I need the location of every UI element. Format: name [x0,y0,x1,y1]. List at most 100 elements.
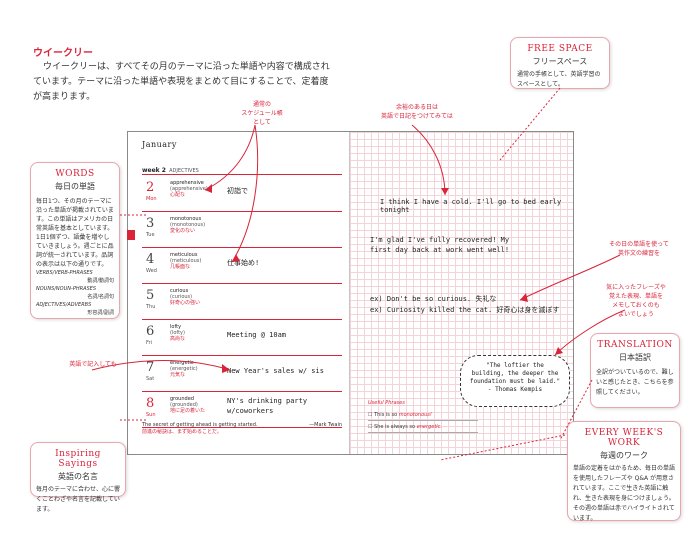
callout-title: WORDS [55,169,95,179]
annotation-diary: 余裕のある日は 英語で日記をつけてみては [381,104,453,120]
handwritten-note: New Year's sales w/ sis [227,367,324,375]
callout-body: 単語の定着をはかるため、毎日の単語を使用したフレーズや Q&A が用意されていま… [573,465,676,522]
phrase-text: This is so [374,412,399,418]
callout-subtitle: 日本語訳 [619,353,651,362]
handwritten-note: 初詣で [227,187,248,195]
callout-title: EVERY WEEK'S WORK [584,428,664,448]
day-name: Thu [146,304,156,310]
callout-subtitle: 毎週のワーク [600,451,648,460]
word-en: lofty [170,324,182,330]
week-theme: ADJECTIVES [169,168,199,174]
annotation-phrases: 気に入ったフレーズや 覚えた表現、単語を メモしておくのも よいでしょう [606,284,666,318]
callout-free-space: FREE SPACE フリースペース 通常の手帳として、英語学習のスペースとして… [510,37,610,89]
word-ja: 好奇心の強い [170,300,201,306]
word-en: grounded [170,396,194,402]
handwritten-note: Meeting @ 10am [227,331,287,339]
diary-line: I'm glad I've fully recovered! My first … [370,236,510,254]
handwritten-note: 仕事始め! [227,259,260,267]
useful-phrase: ☐ This is so monotonous! [368,412,478,421]
callout-body: 通常の手帳として、英語学習のスペースとして。 [517,71,601,88]
word-pos: (grounded) [170,402,198,408]
word-en: monotonous [170,216,202,222]
annotation-practice: その日の単語を使って 英作文の練習を [609,241,669,257]
useful-phrase: ☐ She is always so energetic. [368,424,478,433]
annotation-schedule: 通常の スケジュール帳 として [241,101,283,126]
word-ja: 心配な [170,192,186,198]
word-en: curious [170,288,189,294]
day-name: Sat [146,376,155,382]
diary-line: I think I have a cold. I'll go to bed ea… [380,198,562,214]
month-label: January [142,140,177,149]
callout-translation: TRANSLATION 日本語訳 全訳がついているので、難しいと感じたとき、こち… [590,333,680,408]
day-name: Sun [146,412,156,418]
daily-word: apprehensive(apprehensive)心配な [170,180,208,198]
practice-line: ex) Curiosity killed the cat. 好奇心は身を滅ぼす [370,306,560,314]
callout-body: 毎月のテーマに合わせ、心に響くことわざや名言を記載しています。 [36,486,121,513]
callout-every-week: EVERY WEEK'S WORK 毎週のワーク 単語の定着をはかるため、毎日の… [567,421,681,522]
day-number: 8 [146,396,155,411]
word-pos: (meticulous) [170,258,202,264]
day-name: Mon [146,196,157,202]
word-ja: 元気な [170,372,186,378]
handwritten-note: NY's drinking party w/coworkers [227,397,308,415]
day-number: 2 [146,180,155,195]
section-title: ウイークリー [33,48,93,59]
word-pos: (monotonous) [170,222,206,228]
word-ja: 変化のない [170,228,196,234]
day-name: Fri [146,340,152,346]
daily-word: curious(curious)好奇心の強い [170,288,200,306]
callout-subtitle: 毎日の単語 [55,182,95,191]
week-divider [142,174,342,175]
word-pos: (lofty) [170,330,185,336]
day-number: 5 [146,288,155,303]
word-en: meticulous [170,252,198,258]
daily-word: meticulous(meticulous)几帳面な [170,252,201,270]
quote-bubble: "The loftier the building, the deeper th… [460,355,570,407]
callout-subtitle: フリースペース [532,57,588,66]
callout-title: FREE SPACE [527,44,593,54]
daily-word: energetic(energetic)元気な [170,360,198,378]
week-number: week 2 [142,167,166,174]
saying: The secret of getting ahead is getting s… [142,422,342,436]
word-ja: 高尚な [170,336,186,342]
daily-word: lofty(lofty)高尚な [170,324,185,342]
annotation-english: 英語で記入しても [69,361,117,368]
day-number: 7 [146,360,155,375]
saying-en: The secret of getting ahead is getting s… [142,422,258,428]
pos-item: 動詞/動詞句 [87,278,114,284]
pos-item: VERBS/VERB-PHRASES [36,270,93,276]
pos-item: 形容詞/副詞 [87,310,114,316]
saying-author: —Mark Twain [309,422,342,428]
callout-body: 毎日1つ、その月のテーマに沿った単語が掲載されています。この単語はアメリカの日常… [36,198,114,268]
word-ja: 几帳面な [170,264,191,270]
daily-word: grounded(grounded)地に足の着いた [170,396,205,414]
word-ja: 地に足の着いた [170,408,206,414]
phrase-word: energetic. [416,424,443,430]
phrase-text: She is always so [374,424,417,430]
pos-item: ADJECTIVES/ADVERBS [36,302,92,308]
day-number: 6 [146,324,155,339]
page-gutter [349,132,350,454]
phrase-word: monotonous! [398,412,432,418]
day-name: Wed [146,268,157,274]
week-label: week 2 ADJECTIVES [142,167,199,174]
callout-subtitle: 英語の名言 [58,472,98,481]
callout-words: WORDS 毎日の単語 毎日1つ、その月のテーマに沿った単語が掲載されています。… [30,162,120,319]
callout-body: 全訳がついているので、難しいと感じたとき、こちらを参照してください。 [596,369,674,396]
callout-title: TRANSLATION [597,340,673,350]
pos-item: 名詞/名詞句 [87,294,114,300]
daily-word: monotonous(monotonous)変化のない [170,216,205,234]
pos-item: NOUNS/NOUN-PHRASES [36,286,96,292]
intro-paragraph: ウイークリーは、すべてその月のテーマに沿った単語や内容で構成されています。テーマ… [33,62,330,102]
word-en: apprehensive [170,180,204,186]
saying-ja: 前進の秘訣は、まず始めることだ。 [142,429,222,435]
word-pos: (apprehensive) [170,186,208,192]
